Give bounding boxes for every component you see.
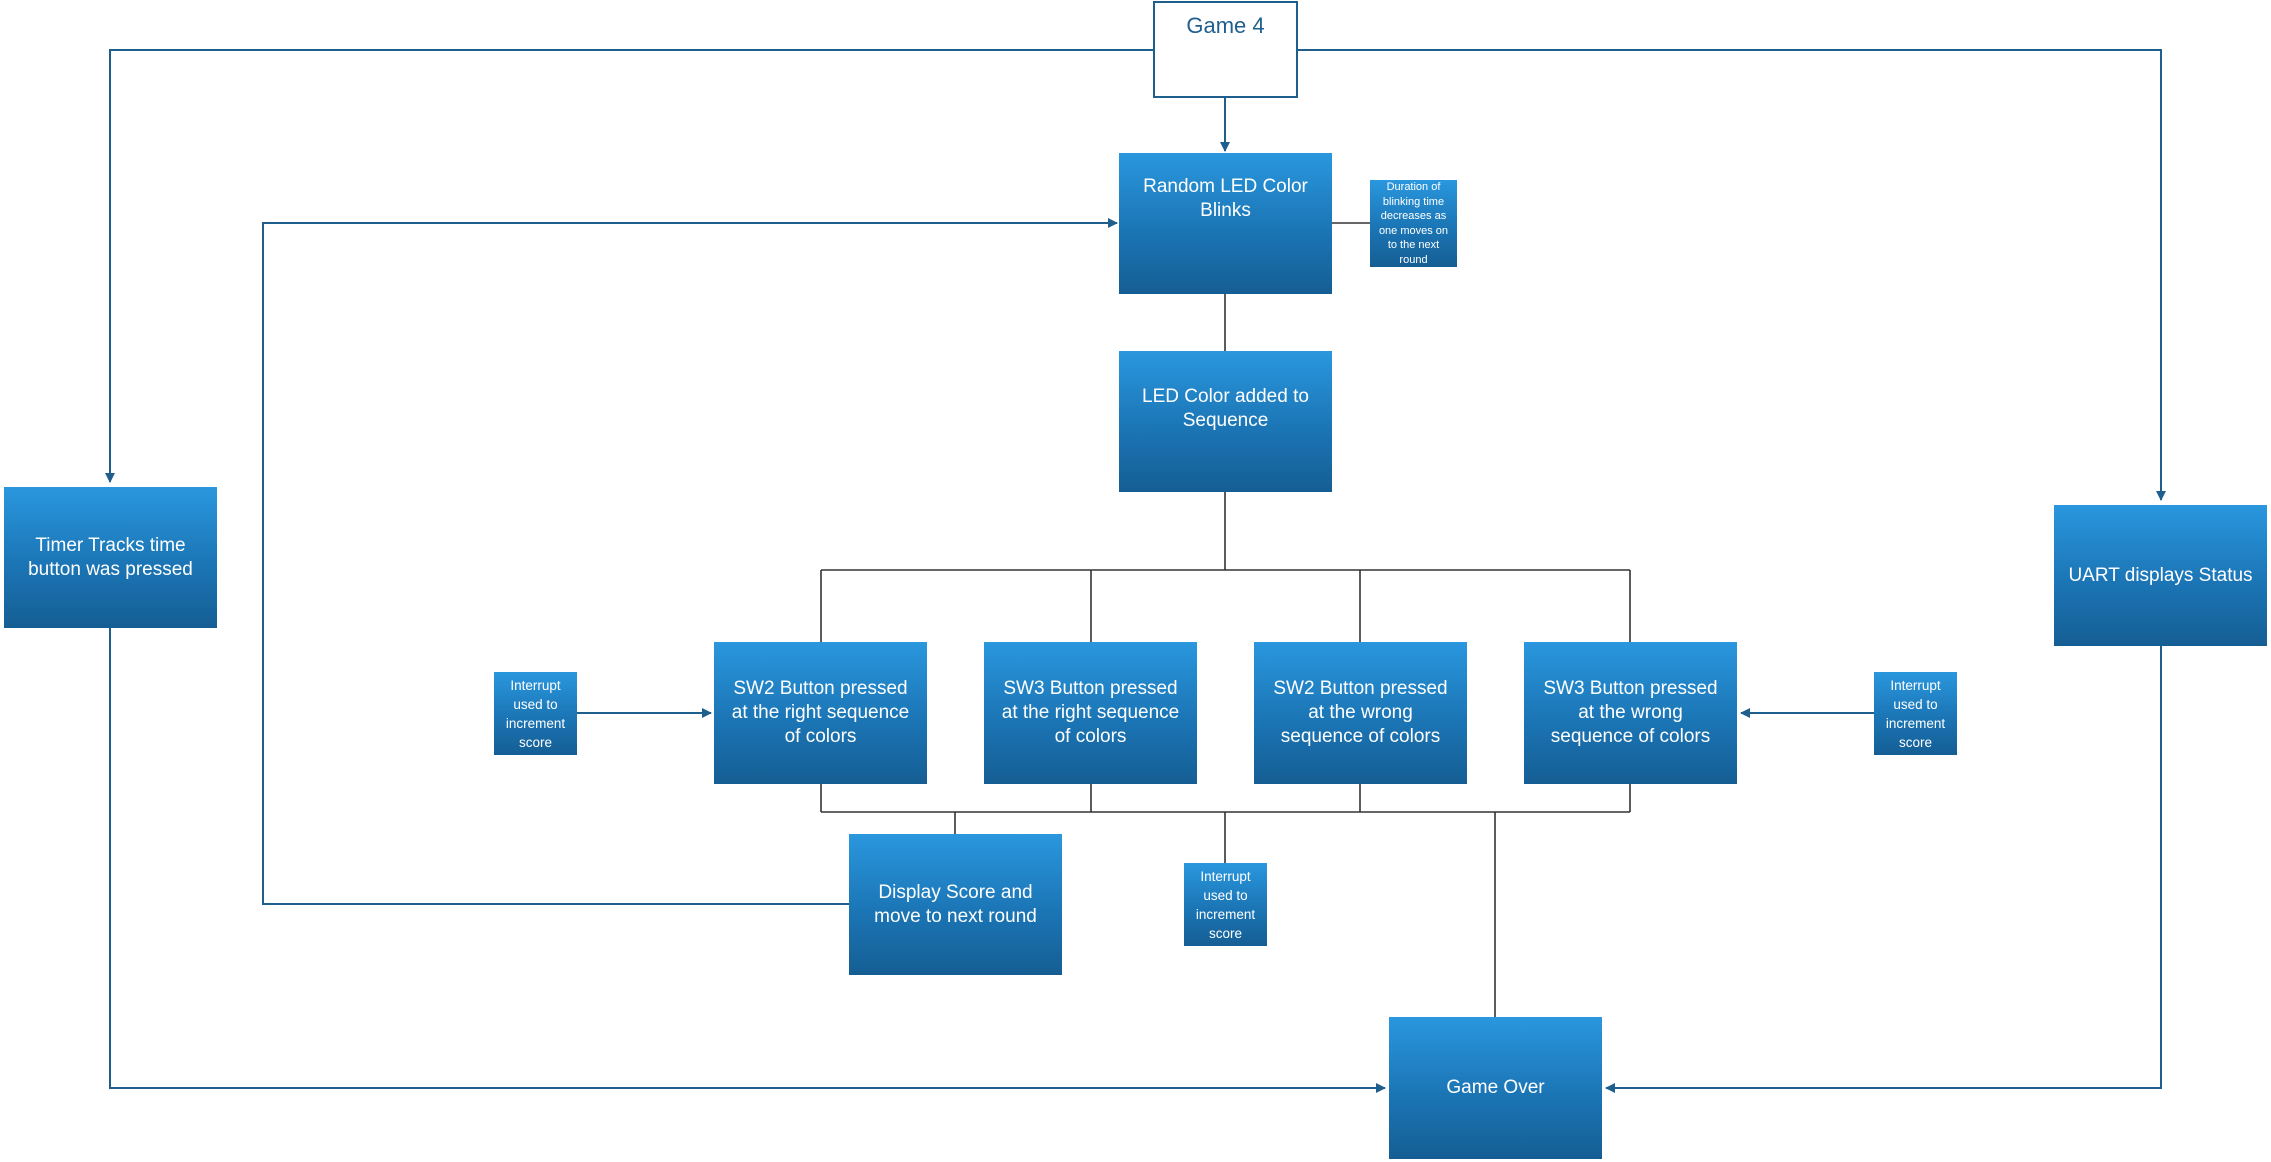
node-sw2-wrong-label: SW2 Button pressed at the wrong sequence…	[1273, 678, 1448, 747]
node-blink-note: Duration of blinking time decreases as o…	[1370, 180, 1457, 267]
node-timer: Timer Tracks time button was pressed	[4, 487, 217, 628]
node-interrupt-left-label: Interrupt used to increment score	[505, 677, 566, 750]
node-uart: UART displays Status	[2054, 505, 2267, 646]
node-sw3-wrong-label: SW3 Button pressed at the wrong sequence…	[1543, 678, 1718, 747]
node-led-added-label: LED Color added to Sequence	[1142, 386, 1309, 431]
node-interrupt-right-label: Interrupt used to increment score	[1885, 677, 1946, 750]
node-uart-label: UART displays Status	[2068, 564, 2253, 586]
arrow-uart-to-game-over	[1605, 646, 2162, 1093]
node-sw2-right: SW2 Button pressed at the right sequence…	[714, 642, 927, 784]
arrow-display-score-to-random-led	[262, 218, 1118, 905]
node-interrupt-center: Interrupt used to increment score	[1184, 863, 1267, 946]
node-sw3-right: SW3 Button pressed at the right sequence…	[984, 642, 1197, 784]
game-title: Game 4	[1153, 1, 1298, 98]
node-blink-note-label: Duration of blinking time decreases as o…	[1378, 181, 1449, 266]
node-sw3-right-label: SW3 Button pressed at the right sequence…	[1001, 678, 1180, 747]
node-display-score: Display Score and move to next round	[849, 834, 1062, 975]
node-led-added: LED Color added to Sequence	[1119, 351, 1332, 492]
node-game-over: Game Over	[1389, 1017, 1602, 1159]
node-random-led: Random LED Color Blinks	[1119, 153, 1332, 294]
node-game-over-label: Game Over	[1446, 1077, 1545, 1098]
node-interrupt-left: Interrupt used to increment score	[494, 672, 577, 755]
node-interrupt-right: Interrupt used to increment score	[1874, 672, 1957, 755]
node-display-score-label: Display Score and move to next round	[874, 881, 1037, 927]
node-sw3-wrong: SW3 Button pressed at the wrong sequence…	[1524, 642, 1737, 784]
node-random-led-label: Random LED Color Blinks	[1143, 176, 1308, 221]
node-timer-label: Timer Tracks time button was pressed	[28, 534, 193, 580]
arrow-timer-to-game-over	[109, 628, 1386, 1093]
node-sw2-wrong: SW2 Button pressed at the wrong sequence…	[1254, 642, 1467, 784]
node-sw2-right-label: SW2 Button pressed at the right sequence…	[731, 678, 910, 747]
arrow-title-to-uart	[1298, 49, 2166, 501]
arrow-title-to-timer	[105, 49, 1153, 483]
node-interrupt-center-label: Interrupt used to increment score	[1195, 868, 1256, 941]
